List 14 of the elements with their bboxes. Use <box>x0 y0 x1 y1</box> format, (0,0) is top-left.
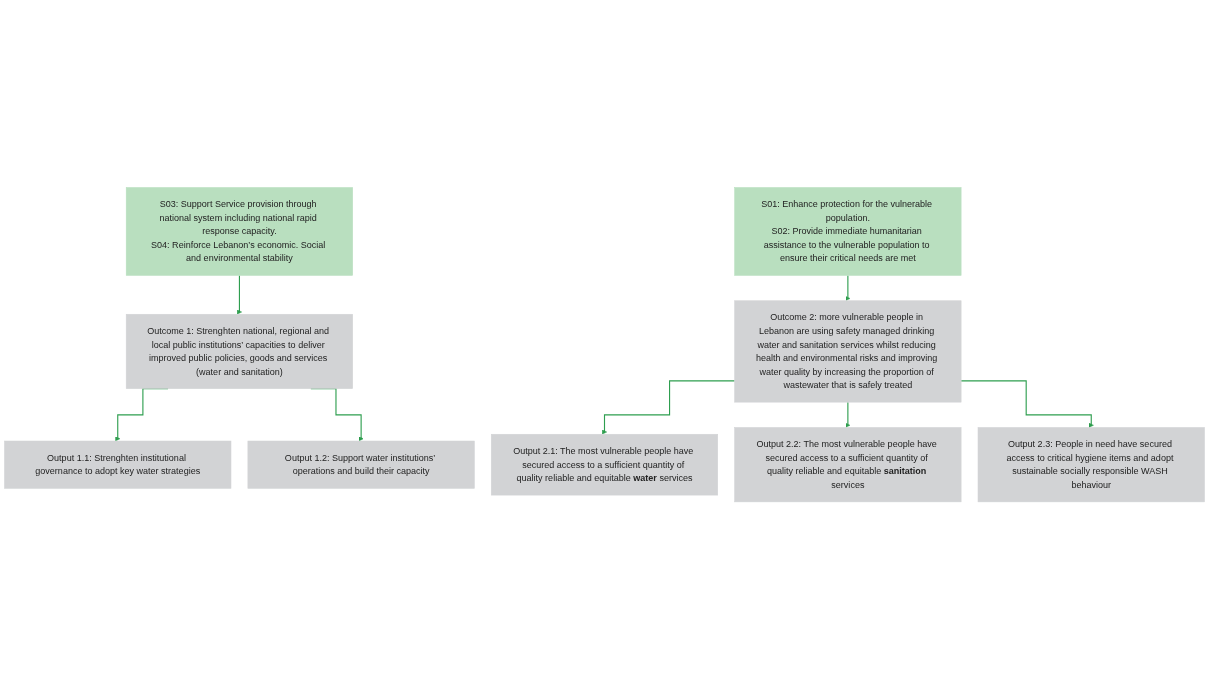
node-box: Outcome 2: more vulnerable people in Lebanon are using safety managed drinking water and sanitation services whilst reducing health and environmental risks and improving water quality by increasing the proportion of wastewater that is safely treated <box>734 300 962 403</box>
node-box: Output 2.1: The most vulnerable people have secured access to a sufficient quantity of quality reliable and equitable water services <box>491 433 718 496</box>
node-box: Output 2.2: The most vulnerable people have secured access to a sufficient quantity of quality reliable and equitable sanitation services <box>734 427 962 502</box>
node-box: Outcome 1: Strenghten national, regional and local public institutions’ capacities to deliver improved public policies, goods and services (water and sanitation) <box>125 313 353 389</box>
node-box: S03: Support Service provision through national system including national rapid response capacity. S04: Reinforce Lebanon’s economic. Social and environmental stability <box>125 187 353 276</box>
node-box: Output 1.1: Strenghten institutional governance to adopt key water strategies <box>4 440 232 489</box>
node-box: S01: Enhance protection for the vulnerable population. S02: Provide immediate humanitarian assistance to the vulnerable population to ensure their critical needs are met <box>734 187 962 276</box>
arrow <box>845 401 851 428</box>
node-box: Output 2.3: People in need have secured access to critical hygiene items and adopt sustainable socially responsible WASH behaviour <box>977 427 1205 502</box>
node-box: Output 1.2: Support water institutions’ operations and build their capacity <box>247 440 475 489</box>
arrow <box>960 380 1094 428</box>
arrow <box>602 380 736 435</box>
arrow <box>845 274 851 301</box>
arrow <box>236 274 242 315</box>
